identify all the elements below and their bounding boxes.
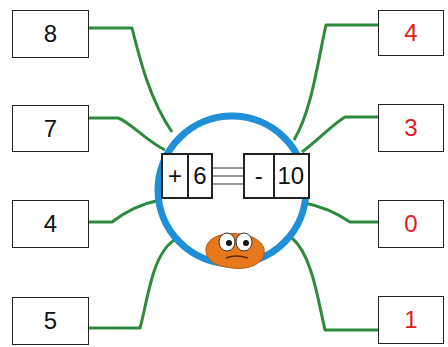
number-label: 5 <box>44 309 57 333</box>
number-box: 3 <box>378 104 444 152</box>
number-box: 7 <box>12 105 89 152</box>
operation-box: +6 <box>161 153 213 199</box>
number-label: 7 <box>44 117 57 141</box>
spider-leg <box>305 203 378 222</box>
operation-cell: 10 <box>273 155 308 197</box>
number-label: 8 <box>44 22 57 46</box>
number-box: 1 <box>378 296 444 344</box>
number-label: 4 <box>404 21 417 45</box>
number-box: 4 <box>12 200 89 248</box>
number-box: 0 <box>378 200 444 248</box>
spider-leg <box>292 238 378 330</box>
spider-legs <box>89 25 378 330</box>
operation-box: -10 <box>243 153 310 199</box>
spider-leg <box>89 238 178 328</box>
spider-leg <box>89 200 160 222</box>
number-label: 4 <box>44 212 57 236</box>
operation-cell: 6 <box>187 155 211 197</box>
operation-cell: + <box>163 155 187 197</box>
operation-cell: - <box>245 155 273 197</box>
spider-leg <box>302 117 378 152</box>
spider-leg <box>89 118 165 150</box>
number-box: 4 <box>378 10 444 56</box>
number-label: 1 <box>404 308 417 332</box>
spider-leg <box>89 28 172 132</box>
equals-connector <box>213 168 243 184</box>
number-label: 0 <box>404 212 417 236</box>
spider-face <box>206 233 264 268</box>
number-box: 5 <box>12 297 89 345</box>
number-label: 3 <box>404 116 417 140</box>
number-box: 8 <box>12 10 89 58</box>
